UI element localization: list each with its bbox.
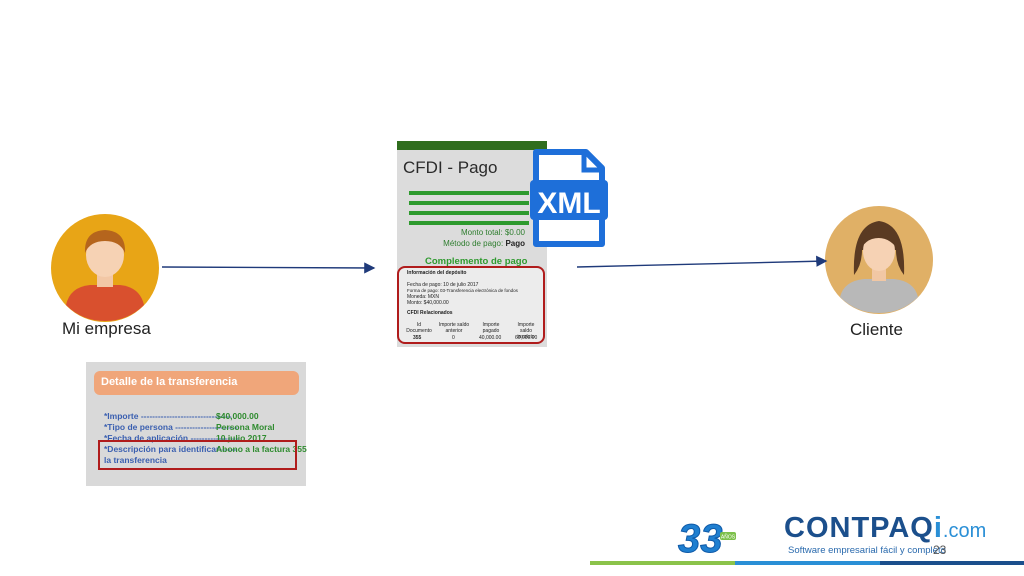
cfdi-line (409, 201, 529, 205)
transfer-row-label: *Tipo de persona ---------------------- (104, 422, 238, 432)
cfdi-line (409, 221, 529, 225)
company-person-icon (51, 214, 159, 322)
table-header-id: Id Documento (406, 322, 432, 334)
page-number: 23 (933, 543, 947, 557)
client-person-icon (825, 206, 933, 314)
cfdi-deposit-info-box: Información del depósito Fecha de pago: … (397, 266, 545, 344)
transfer-row-label: *Importe -------------------------------… (104, 411, 232, 421)
cfdi-relacionados-title: CFDI Relacionados (407, 310, 453, 316)
deposit-moneda: Moneda: MXN (407, 294, 439, 300)
brand-tagline: Software empresarial fácil y completo (788, 545, 946, 556)
xml-file-icon: XML (530, 149, 608, 247)
cfdi-monto-total: Monto total: $0.00 (460, 228, 525, 237)
footer-bar-green (590, 561, 735, 565)
33-years-badge-icon: 33 AÑOS (678, 517, 736, 556)
cfdi-metodo-pago-label: Método de pago: (443, 239, 504, 248)
transfer-panel-header: Detalle de la transferencia (94, 371, 299, 395)
transfer-row-value: $40,000.00 (216, 411, 259, 421)
table-value-saldo-insoluto: 60,000.00 (515, 335, 538, 341)
deposit-fecha: Fecha de pago: 10 de julio 2017 (407, 282, 479, 288)
badge-small-text: AÑOS (721, 534, 736, 541)
brand-com: .com (942, 520, 987, 542)
brand-i: i (933, 512, 943, 544)
table-header-saldo-insoluto: Importe saldo insoluto (517, 322, 535, 340)
table-value-pagado: 40,000.00 (479, 335, 502, 341)
arrow-cfdi-to-client (576, 255, 828, 268)
transfer-row-value: Persona Moral (216, 422, 275, 432)
cfdi-metodo-pago-value: Pago (505, 239, 525, 248)
cfdi-metodo-pago: Método de pago: Pago (443, 239, 525, 248)
arrow-company-to-cfdi (161, 262, 376, 274)
deposit-monto: Monto: $40,000.00 (407, 300, 449, 306)
table-value-id: 355 (413, 335, 422, 341)
transfer-row-label: *Descripción para identificar------ (104, 444, 237, 454)
transfer-row-label: la transferencia (104, 455, 167, 465)
badge-number: 33 (678, 517, 723, 556)
cfdi-line (409, 211, 529, 215)
brand-name: CONTPAQ (784, 512, 934, 544)
company-label: Mi empresa (62, 319, 151, 338)
transfer-row-value: 10 julio 2017 (216, 433, 267, 443)
footer-bar-darkblue (880, 561, 1024, 565)
deposit-forma: Forma de pago: 03-Transferencia electrón… (407, 288, 518, 293)
client-label: Cliente (850, 320, 903, 339)
deposit-info-title: Información del depósito (407, 270, 467, 276)
transfer-panel-title: Detalle de la transferencia (101, 376, 238, 388)
transfer-row-label: *Fecha de aplicación ----------------- (104, 433, 239, 443)
cfdi-title: CFDI - Pago (403, 158, 498, 177)
transfer-row-value: Abono a la factura 355 (216, 444, 307, 454)
footer-bar-blue (735, 561, 880, 565)
cfdi-payment-document: CFDI - Pago Monto total: $0.00 Método de… (397, 141, 547, 347)
xml-icon-text: XML (537, 187, 600, 220)
transfer-detail-panel: Detalle de la transferencia *Importe ---… (86, 362, 307, 486)
table-header-pagado: Importe pagado (482, 322, 500, 334)
cfdi-header-bar (397, 141, 547, 150)
contpaqi-logo: CONTPAQi.com (784, 512, 986, 545)
table-header-saldo-anterior: Importe saldo anterior (438, 322, 470, 334)
description-highlight-box (98, 440, 297, 470)
cfdi-line (409, 191, 529, 195)
cfdi-complemento-title: Complemento de pago (425, 256, 528, 267)
table-value-saldo-anterior: 0 (452, 335, 455, 341)
